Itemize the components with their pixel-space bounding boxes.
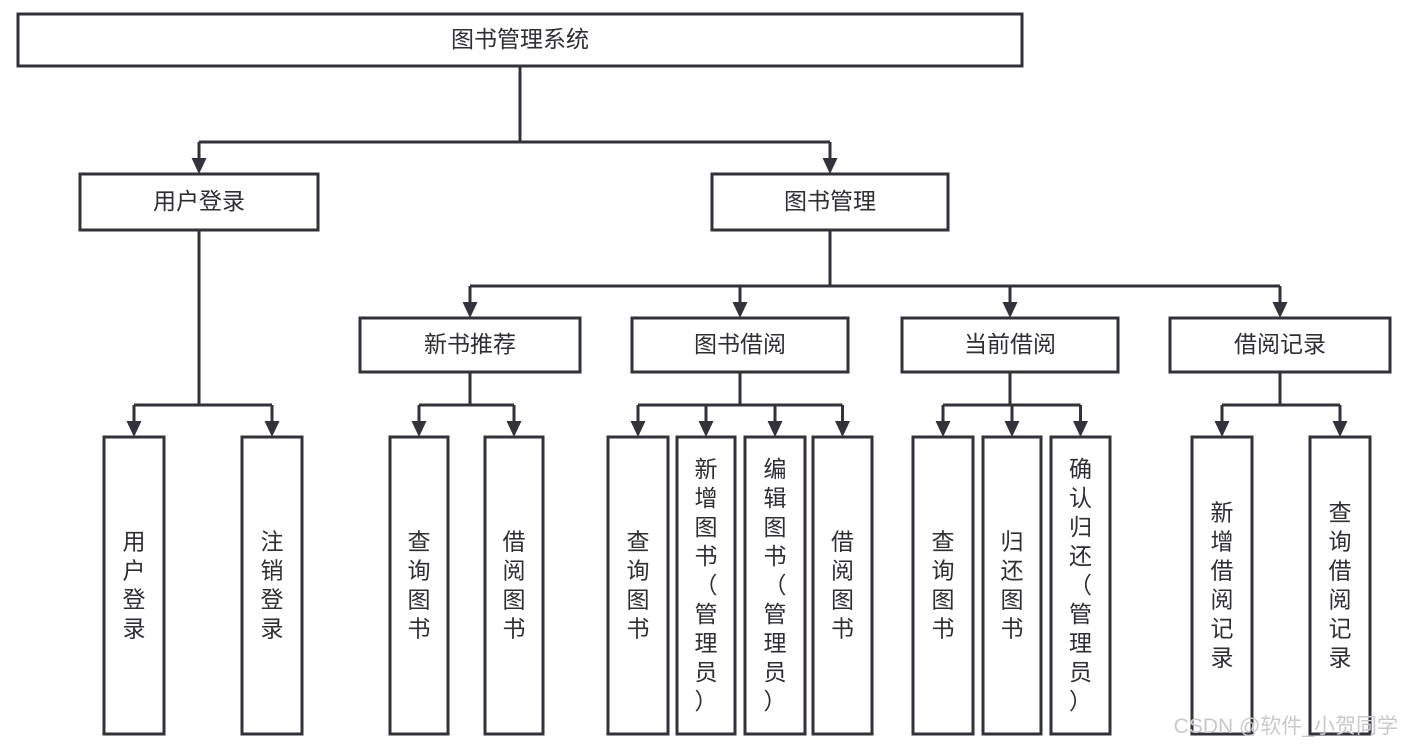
node-box-leaf-query-book-rec: [388, 435, 450, 736]
arrow-head-icon: [1214, 421, 1230, 437]
connector-group-new-book-recommend: [411, 372, 522, 437]
node-label-user-login: 用户登录: [153, 188, 245, 214]
csdn-watermark: CSDN @软件_小贺同学: [1174, 715, 1398, 738]
node-box-leaf-add-book-admin: [675, 435, 737, 736]
node-box-leaf-return-book: [981, 435, 1043, 736]
arrow-head-icon: [822, 158, 838, 174]
node-current-borrow[interactable]: 当前借阅: [900, 316, 1120, 374]
node-box-leaf-edit-book-admin: [743, 435, 807, 736]
node-user-login[interactable]: 用户登录: [78, 172, 320, 232]
node-leaf-confirm-return-admin[interactable]: 确认归还（管理员）: [1049, 435, 1112, 736]
node-book-management[interactable]: 图书管理: [710, 172, 950, 232]
node-label-root: 图书管理系统: [451, 26, 589, 52]
connector-group-borrow-record: [1214, 372, 1348, 437]
node-leaf-add-borrow-record[interactable]: 新增借阅记录: [1190, 435, 1254, 736]
node-leaf-borrow-book[interactable]: 借阅图书: [811, 435, 874, 736]
node-box-leaf-query-book-borrow: [606, 435, 670, 736]
arrow-head-icon: [1002, 302, 1018, 318]
node-box-leaf-query-borrow-record: [1308, 435, 1372, 736]
arrow-head-icon: [732, 302, 748, 318]
node-label-leaf-user-login: 用户登录: [123, 529, 146, 642]
node-leaf-borrow-book-rec[interactable]: 借阅图书: [483, 435, 545, 736]
node-leaf-edit-book-admin[interactable]: 编辑图书（管理员）: [743, 435, 807, 736]
arrow-head-icon: [191, 158, 207, 174]
arrow-head-icon: [1073, 421, 1088, 437]
node-box-new-book-recommend: [358, 316, 582, 374]
node-label-borrow-record: 借阅记录: [1234, 331, 1326, 357]
node-leaf-user-login[interactable]: 用户登录: [102, 435, 166, 736]
node-box-leaf-query-book-cur: [911, 435, 975, 736]
node-box-leaf-add-borrow-record: [1190, 435, 1254, 736]
arrow-head-icon: [126, 421, 142, 437]
node-box-leaf-user-login: [102, 435, 166, 736]
arrow-head-icon: [767, 421, 783, 437]
connector-layer: [126, 66, 1348, 437]
node-label-leaf-query-book-cur: 查询图书: [932, 529, 955, 642]
node-label-leaf-borrow-book: 借阅图书: [831, 529, 854, 642]
node-label-leaf-return-book: 归还图书: [1001, 529, 1024, 642]
node-box-current-borrow: [900, 316, 1120, 374]
node-box-user-login: [78, 172, 320, 232]
node-label-leaf-query-book-borrow: 查询图书: [627, 529, 650, 642]
node-leaf-query-book-borrow[interactable]: 查询图书: [606, 435, 670, 736]
node-label-new-book-recommend: 新书推荐: [424, 331, 516, 357]
node-box-leaf-confirm-return-admin: [1049, 435, 1112, 736]
connector-group-book-borrow: [630, 372, 850, 437]
node-box-book-borrow: [630, 316, 850, 374]
node-leaf-query-book-cur[interactable]: 查询图书: [911, 435, 975, 736]
node-box-borrow-record: [1168, 316, 1392, 374]
arrow-head-icon: [264, 421, 280, 437]
node-label-book-borrow: 图书借阅: [694, 331, 786, 357]
connector-group-user-login: [126, 230, 280, 437]
node-leaf-return-book[interactable]: 归还图书: [981, 435, 1043, 736]
node-leaf-query-borrow-record[interactable]: 查询借阅记录: [1308, 435, 1372, 736]
arrow-head-icon: [630, 421, 646, 437]
node-box-book-management: [710, 172, 950, 232]
arrow-head-icon: [835, 421, 850, 437]
arrow-head-icon: [1272, 302, 1288, 318]
node-borrow-record[interactable]: 借阅记录: [1168, 316, 1392, 374]
node-box-root: [16, 12, 1024, 68]
node-label-current-borrow: 当前借阅: [964, 331, 1056, 357]
arrow-head-icon: [411, 421, 427, 437]
node-label-leaf-edit-book-admin: 编辑图书（管理员）: [764, 456, 787, 714]
arrow-head-icon: [935, 421, 951, 437]
node-box-leaf-borrow-book-rec: [483, 435, 545, 736]
node-box-leaf-logout: [240, 435, 304, 736]
node-root[interactable]: 图书管理系统: [16, 12, 1024, 68]
node-new-book-recommend[interactable]: 新书推荐: [358, 316, 582, 374]
node-leaf-logout[interactable]: 注销登录: [240, 435, 304, 736]
connector-group-current-borrow: [935, 372, 1088, 437]
node-label-leaf-confirm-return-admin: 确认归还（管理员）: [1069, 456, 1092, 714]
node-label-leaf-borrow-book-rec: 借阅图书: [503, 529, 526, 642]
arrow-head-icon: [1004, 421, 1020, 437]
node-label-leaf-query-borrow-record: 查询借阅记录: [1329, 500, 1352, 671]
node-label-book-management: 图书管理: [784, 188, 876, 214]
node-label-leaf-logout: 注销登录: [261, 529, 284, 642]
node-box-leaf-borrow-book: [811, 435, 874, 736]
node-label-leaf-query-book-rec: 查询图书: [408, 529, 431, 642]
node-book-borrow[interactable]: 图书借阅: [630, 316, 850, 374]
connector-group-book-management: [462, 230, 1288, 318]
arrow-head-icon: [698, 421, 714, 437]
node-leaf-add-book-admin[interactable]: 新增图书（管理员）: [675, 435, 737, 736]
node-label-leaf-add-borrow-record: 新增借阅记录: [1211, 500, 1234, 671]
connector-group-root: [191, 66, 838, 174]
node-layer: 图书管理系统用户登录图书管理新书推荐图书借阅当前借阅借阅记录用户登录注销登录查询…: [16, 12, 1392, 736]
arrow-head-icon: [506, 421, 522, 437]
node-leaf-query-book-rec[interactable]: 查询图书: [388, 435, 450, 736]
arrow-head-icon: [1332, 421, 1348, 437]
arrow-head-icon: [462, 302, 478, 318]
node-label-leaf-add-book-admin: 新增图书（管理员）: [695, 456, 718, 714]
